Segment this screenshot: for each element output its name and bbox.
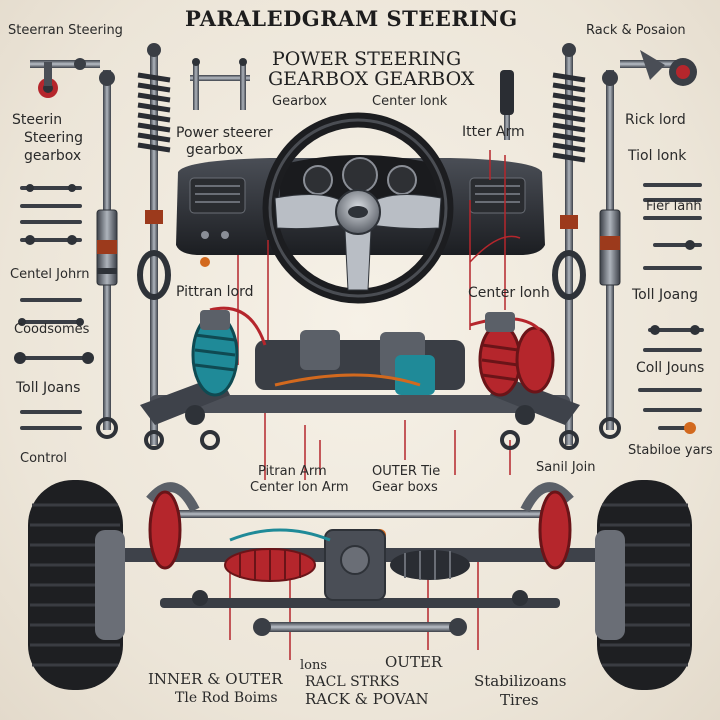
label-racl-strks: RACL STRKS	[305, 674, 400, 690]
label-outer-tie: OUTER Tie	[372, 464, 441, 479]
label-center-lon-arm: Center lon Arm	[250, 480, 349, 495]
label-steering-gearbox-1: Steering	[24, 130, 84, 146]
label-center-lonk: Center lonk	[372, 94, 448, 109]
label-center-lonh: Center lonh	[468, 285, 550, 301]
left-coil-shock	[137, 43, 171, 450]
label-gearbox-lower: gearbox	[186, 142, 244, 158]
right-small-parts	[638, 183, 704, 430]
label-rick-lord: Rick lord	[625, 112, 686, 128]
label-pittran-lord: Pittran lord	[176, 284, 254, 300]
label-sanil-join: Sanil Join	[536, 460, 596, 475]
right-coil-shock	[552, 43, 586, 450]
top-left-steering-part	[30, 58, 100, 98]
label-top-left: Steerran Steering	[8, 23, 123, 38]
label-pitran-arm: Pitran Arm	[258, 464, 327, 479]
left-outer-shock	[96, 70, 118, 439]
label-lons: lons	[300, 658, 328, 673]
label-itter-arm: Itter Arm	[462, 124, 525, 140]
label-toll-joans-left: Toll Joans	[16, 380, 81, 396]
red-joint-marker	[200, 257, 210, 267]
left-tire	[28, 480, 125, 690]
label-tiol-lonk: Tiol lonk	[628, 148, 687, 164]
label-fier-lanh: Fier lanh	[646, 199, 702, 214]
steering-wheel	[262, 112, 454, 304]
left-small-part-joints	[14, 184, 94, 364]
label-tires: Tires	[500, 691, 539, 709]
center-heading-line1: POWER STEERING	[272, 48, 462, 70]
label-steering-gearbox-2: gearbox	[24, 148, 82, 164]
middle-suspension-assembly	[140, 306, 580, 450]
poster-title: PARALEDGRAM STEERING	[185, 6, 518, 31]
label-inner-outer-2: Tle Rod Boims	[175, 690, 278, 706]
label-rack-povan: RACK & POVAN	[305, 690, 429, 708]
right-tire	[595, 480, 692, 690]
label-coodsomes: Coodsomes	[14, 322, 90, 337]
center-heading-line2: GEARBOX GEARBOX	[268, 68, 475, 90]
label-stabilice-yars: Stabiloe yars	[628, 443, 713, 458]
right-outer-shock	[599, 70, 621, 439]
label-gearbox: Gearbox	[272, 94, 327, 109]
top-center-linkage	[190, 58, 250, 110]
label-outer: OUTER	[385, 653, 443, 671]
label-power-steerer: Power steerer	[176, 125, 273, 141]
label-control: Control	[20, 451, 67, 466]
label-steerin: Steerin	[12, 112, 63, 128]
label-stabilizoans: Stabilizoans	[474, 672, 567, 690]
right-small-part-joints	[650, 240, 700, 434]
top-right-boot	[500, 70, 514, 140]
top-right-rack-part	[620, 50, 697, 86]
label-coll-jouns: Coll Jouns	[636, 360, 705, 376]
label-toll-joang: Toll Joang	[632, 287, 699, 303]
label-top-right: Rack & Posaion	[586, 23, 686, 38]
label-centel-johrn: Centel Johrn	[10, 267, 90, 282]
front-axle-assembly	[120, 482, 600, 636]
label-inner-outer-1: INNER & OUTER	[148, 670, 283, 688]
label-gear-boxs: Gear boxs	[372, 480, 438, 495]
